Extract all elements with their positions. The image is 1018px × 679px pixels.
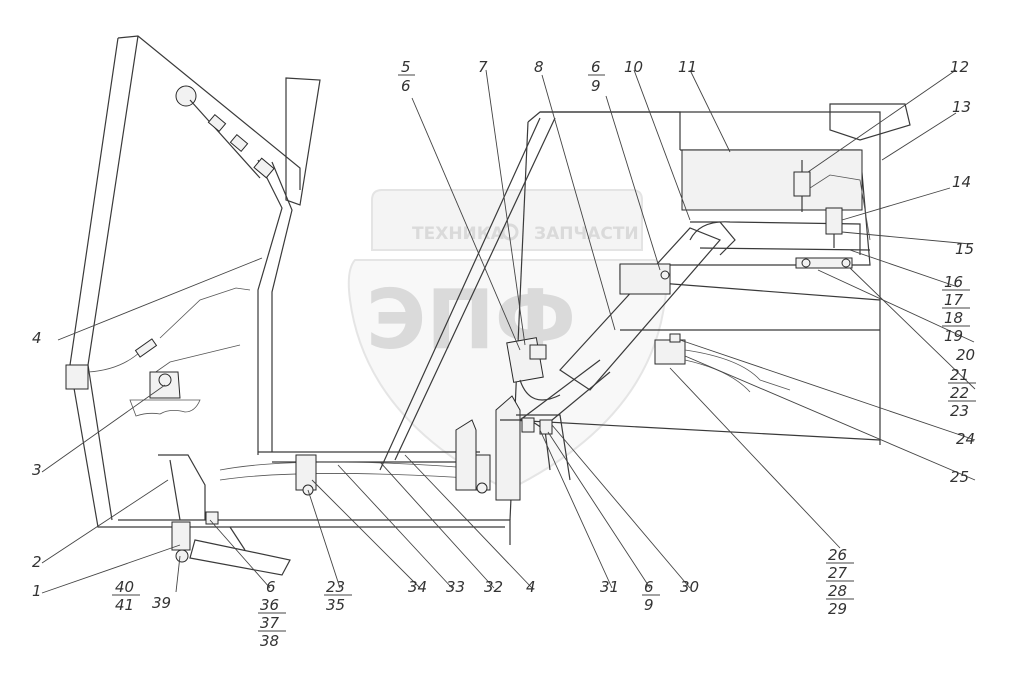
label-6: 6: [401, 77, 411, 95]
fuse-holders: [793, 160, 871, 248]
label-25: 25: [950, 468, 969, 486]
label-14: 14: [952, 173, 971, 191]
label-6: 6: [644, 578, 654, 596]
label-39: 39: [152, 594, 171, 612]
label-32: 32: [484, 578, 503, 596]
label-38: 38: [260, 632, 279, 650]
label-23: 23: [326, 578, 345, 596]
label-2: 2: [32, 553, 42, 571]
pedal-switch: [171, 521, 191, 551]
label-4: 4: [32, 329, 42, 347]
watermark-text-1: ТЕХНИКА: [412, 224, 505, 244]
cab-frame: [65, 35, 321, 528]
label-37: 37: [260, 614, 280, 632]
label-27: 27: [828, 564, 848, 582]
frame-bracket: [65, 364, 89, 390]
label-9: 9: [644, 596, 654, 614]
label-4: 4: [526, 578, 536, 596]
label-13: 13: [952, 98, 971, 116]
label-9: 9: [591, 77, 601, 95]
steering-column: [506, 221, 791, 431]
top-bracket: [829, 103, 911, 141]
label-16: 16: [944, 273, 963, 291]
label-31: 31: [600, 578, 619, 596]
floor-frame: [118, 451, 511, 576]
part-labels: 5 6 7 8 6 9 10 11 12 13 14 15 16 17 18 1…: [32, 58, 976, 650]
label-3: 3: [32, 461, 42, 479]
pillar-upper: [285, 77, 321, 206]
label-41: 41: [115, 596, 134, 614]
junction-box: [654, 339, 686, 365]
label-21: 21: [950, 366, 969, 384]
watermark-text-2: ЗАПЧАСТИ: [534, 224, 639, 244]
label-20: 20: [956, 346, 975, 364]
label-10: 10: [624, 58, 643, 76]
label-5: 5: [401, 58, 411, 76]
label-34: 34: [408, 578, 427, 596]
label-15: 15: [955, 240, 974, 258]
label-30: 30: [680, 578, 699, 596]
column-bracket: [619, 263, 671, 295]
clamp-left: [295, 454, 317, 491]
pedal-group: [455, 395, 571, 501]
label-22: 22: [950, 384, 969, 402]
pedal-bracket: [158, 454, 206, 520]
pedal-arm: [189, 539, 291, 576]
label-12: 12: [950, 58, 969, 76]
leader-lines: [41, 69, 976, 594]
label-40: 40: [115, 578, 134, 596]
mount-plate: [795, 257, 853, 269]
label-35: 35: [326, 596, 345, 614]
label-6: 6: [266, 578, 276, 596]
label-8: 8: [534, 58, 544, 76]
label-26: 26: [828, 546, 847, 564]
label-33: 33: [446, 578, 465, 596]
label-7: 7: [478, 58, 488, 76]
fuse-holder-12: [793, 171, 811, 197]
label-18: 18: [944, 309, 963, 327]
label-29: 29: [828, 600, 847, 618]
relay-box: [681, 149, 863, 211]
label-11: 11: [678, 58, 697, 76]
label-1: 1: [32, 582, 42, 600]
label-23: 23: [950, 402, 969, 420]
label-19: 19: [944, 327, 963, 345]
label-24: 24: [956, 430, 975, 448]
label-28: 28: [828, 582, 847, 600]
fuse-holder-14: [825, 207, 843, 235]
label-36: 36: [260, 596, 279, 614]
harness-left: [87, 85, 275, 417]
inline-connector: [134, 338, 158, 358]
label-6: 6: [591, 58, 601, 76]
label-17: 17: [944, 291, 964, 309]
